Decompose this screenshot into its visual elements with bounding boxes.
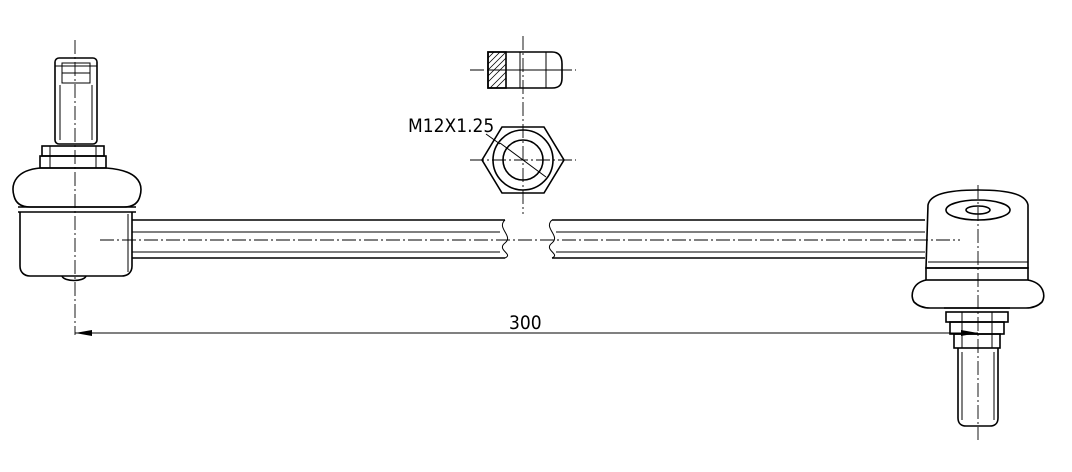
thread-spec-label: M12X1.25 [408, 115, 494, 137]
connecting-rod [132, 219, 925, 259]
length-dimension [75, 330, 978, 336]
length-dimension-label: 300 [509, 312, 542, 334]
left-ball-joint [12, 57, 142, 282]
center-lines [74, 36, 979, 440]
right-ball-joint [911, 189, 1045, 427]
thread-leader [485, 133, 501, 145]
